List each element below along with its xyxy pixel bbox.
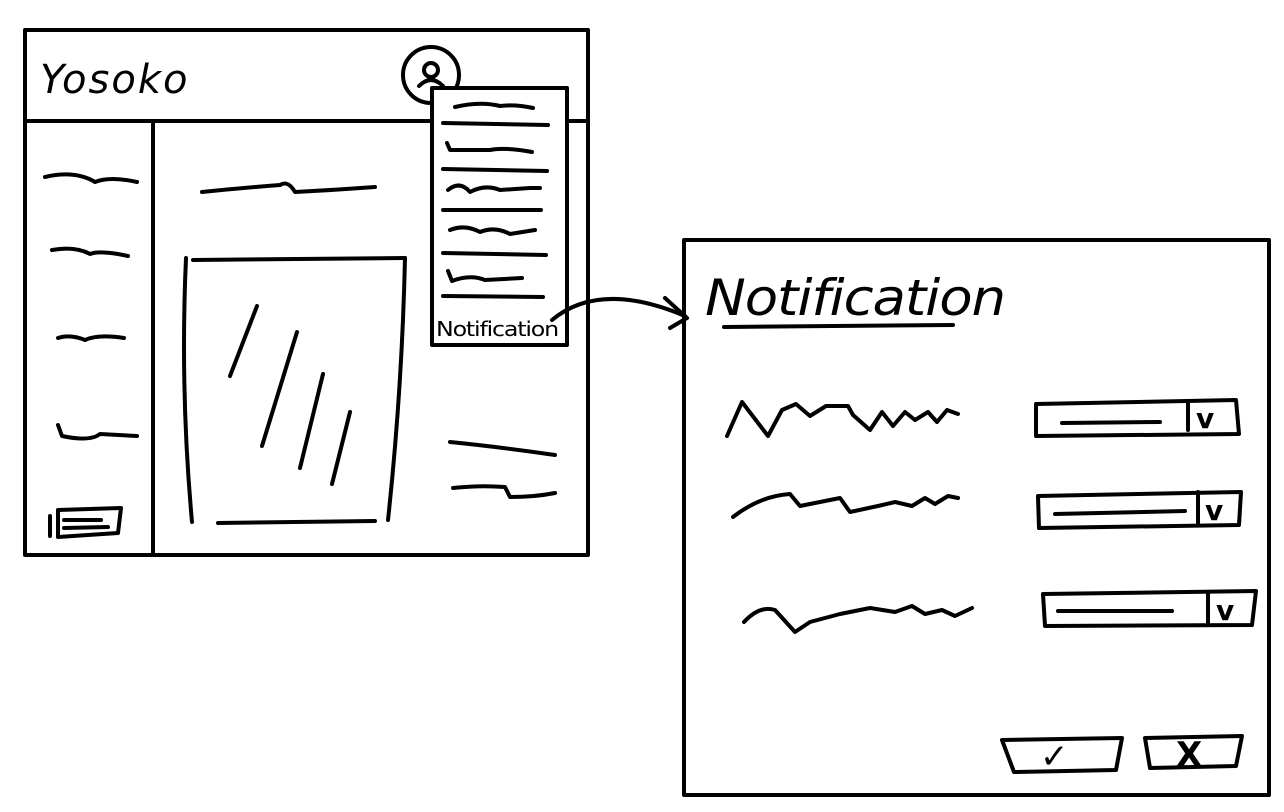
- dropdown-menu: Notification: [430, 86, 569, 347]
- setting-select[interactable]: v: [1036, 490, 1243, 530]
- dialog-frame: [682, 238, 1271, 797]
- chevron-down-icon: v: [1205, 494, 1223, 527]
- menu-divider: [441, 121, 550, 127]
- title-underline: [722, 323, 955, 329]
- chevron-down-icon: v: [1196, 402, 1214, 435]
- sidebar-item[interactable]: [56, 334, 126, 342]
- flow-arrow: [550, 296, 689, 330]
- menu-item[interactable]: [446, 183, 542, 194]
- chevron-down-icon: v: [1216, 594, 1234, 627]
- app-brand: Yosoko: [40, 57, 189, 103]
- sidebar-item[interactable]: [56, 423, 139, 441]
- setting-select[interactable]: v: [1034, 398, 1241, 438]
- page-frame: [23, 28, 590, 557]
- menu-item[interactable]: [453, 101, 535, 110]
- setting-label: [731, 492, 960, 519]
- sidebar-button[interactable]: [48, 506, 123, 539]
- text-line: [451, 484, 557, 499]
- text-line: [448, 440, 557, 457]
- notification-dialog: Notification v v v ✓: [682, 238, 1271, 797]
- menu-item[interactable]: [448, 225, 537, 236]
- sidebar-item[interactable]: [50, 246, 130, 258]
- menu-item[interactable]: [445, 141, 534, 154]
- confirm-button[interactable]: ✓: [1000, 736, 1124, 777]
- menu-divider: [441, 294, 545, 299]
- setting-label: [725, 400, 960, 438]
- content-heading: [200, 181, 377, 194]
- main-page-wireframe: Yosoko: [23, 28, 590, 557]
- close-icon: X: [1176, 735, 1202, 775]
- setting-select[interactable]: v: [1041, 589, 1258, 628]
- setting-label: [742, 604, 974, 634]
- menu-item[interactable]: [446, 269, 524, 283]
- check-icon: ✓: [1040, 737, 1069, 777]
- notification-menu-item[interactable]: Notification: [436, 317, 559, 341]
- dialog-title: Notification: [705, 269, 1005, 327]
- menu-divider: [441, 167, 549, 173]
- sidebar-item[interactable]: [43, 172, 139, 184]
- cancel-button[interactable]: X: [1143, 734, 1244, 775]
- image-placeholder: [182, 256, 407, 525]
- menu-divider: [441, 251, 548, 257]
